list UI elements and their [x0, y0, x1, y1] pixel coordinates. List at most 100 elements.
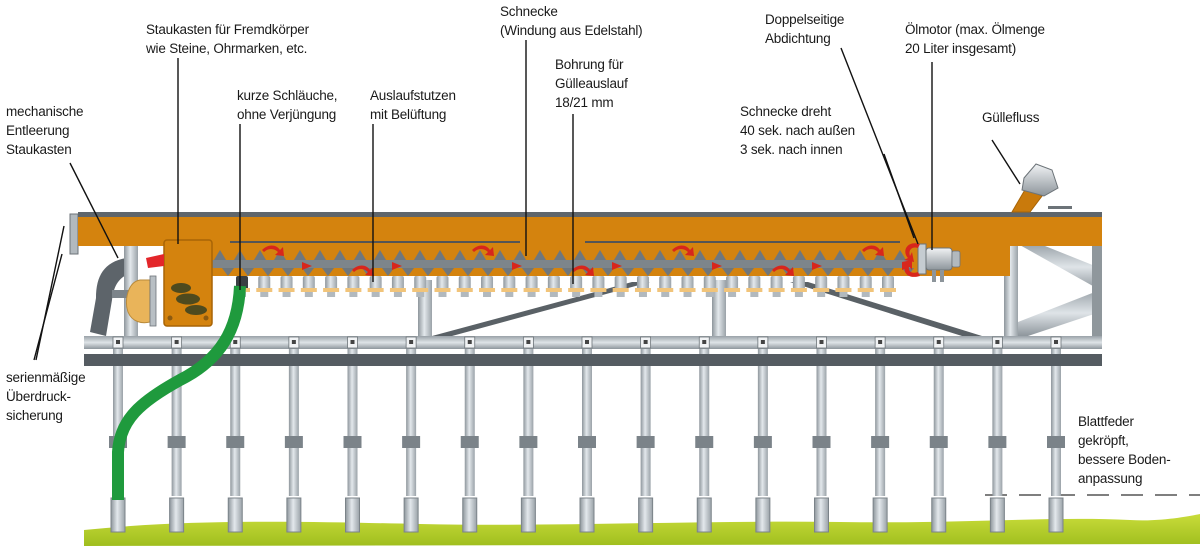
nozzle-body [770, 276, 783, 290]
spring-collar [1047, 436, 1065, 448]
trap-lid-flange [149, 275, 157, 327]
flight-tooth-bottom [382, 268, 394, 276]
nozzle-tip [393, 292, 402, 297]
outlet-nozzle [768, 276, 785, 297]
flow-arrow-icon [862, 245, 884, 256]
outlet-nozzle [568, 276, 585, 297]
nozzle-body [391, 276, 404, 290]
nozzle-ring [300, 288, 317, 292]
flight-tooth-top [294, 250, 306, 260]
delivery-hose-green [112, 285, 246, 500]
flight-tooth-top [394, 250, 406, 260]
flight-tooth-bottom [482, 268, 494, 276]
nozzle-body [703, 276, 716, 290]
drag-shoe [519, 336, 538, 533]
flow-arrow-icon [712, 262, 722, 270]
nozzle-body [258, 276, 271, 290]
nozzle-tip [349, 292, 358, 297]
flight-tooth-top [814, 250, 826, 260]
spring-collar [460, 436, 479, 448]
drag-shoe [226, 336, 245, 533]
drag-shoe [636, 336, 655, 533]
shoe-tip [989, 497, 1005, 533]
oil-motor [917, 243, 961, 282]
nozzle-tip [861, 292, 870, 297]
nozzle-body [726, 276, 739, 290]
nozzle-ring [746, 288, 763, 292]
flight-tooth-bottom [422, 268, 434, 276]
spring-collar [519, 436, 538, 448]
flight-tooth-top [314, 250, 326, 260]
nozzle-body [659, 276, 672, 290]
outlet-nozzle [434, 276, 451, 297]
nozzle-body [882, 276, 894, 290]
nozzle-tip [772, 292, 781, 297]
shoe-tip [638, 497, 654, 533]
drag-shoe [402, 336, 421, 533]
flight-tooth-top [514, 250, 526, 260]
nozzle-tip [527, 292, 536, 297]
leader-line [991, 139, 1021, 185]
leaf-spring [230, 336, 241, 496]
flight-tooth-bottom [842, 268, 854, 276]
leaf-spring [816, 336, 827, 496]
outlet-nozzle [389, 276, 406, 297]
flow-arrow-icon [572, 265, 594, 276]
leader-line [35, 225, 65, 361]
nozzle-ring [724, 288, 741, 292]
flight-tooth-top [594, 250, 606, 260]
nozzle-tip [282, 292, 291, 297]
nozzle-tip [705, 292, 714, 297]
clamp-bolt-head [467, 340, 472, 344]
nozzle-tip [327, 292, 336, 297]
nozzle-tip [483, 292, 492, 297]
nozzle-body [436, 276, 449, 290]
drag-shoe [929, 336, 948, 533]
flight-tooth-bottom [562, 268, 574, 276]
flight-tooth-bottom [342, 268, 354, 276]
shoe-tip [345, 497, 360, 533]
outlet-nozzle [256, 276, 273, 297]
nozzle-ring [345, 288, 362, 292]
nozzle-tip [728, 292, 737, 297]
nozzle-tip [505, 292, 514, 297]
nozzle-tip [616, 292, 625, 297]
clamp-bolt-head [702, 340, 707, 344]
nozzle-body [859, 276, 872, 290]
outlet-nozzle [880, 276, 896, 297]
leaf-spring [875, 336, 886, 496]
outlet-nozzle [835, 276, 852, 297]
nozzle-body [614, 276, 627, 290]
outlet-nozzle [724, 276, 741, 297]
nozzle-ring [612, 288, 629, 292]
diagonal-strut-right [790, 282, 982, 336]
drag-shoe [343, 336, 362, 533]
drag-shoe [812, 336, 831, 533]
nozzle-body [748, 276, 761, 290]
nozzle-body [547, 276, 560, 290]
outlet-nozzle [545, 276, 562, 297]
shoe-tip [403, 497, 419, 533]
flight-tooth-bottom [462, 268, 474, 276]
shoe-clamps [112, 336, 1062, 349]
shoe-tip [579, 497, 595, 533]
nozzle-tip [416, 292, 425, 297]
label-abdichtung: Doppelseitige Abdichtung [765, 12, 845, 46]
nozzle-body [325, 276, 338, 290]
outlet-nozzle [790, 276, 807, 297]
clamp-bolt-head [291, 340, 296, 344]
clamp-bolt-head [350, 340, 355, 344]
flow-arrow-icon [772, 265, 794, 276]
leader-line [33, 253, 63, 361]
outlet-nozzle [300, 276, 317, 297]
nozzle-tip [549, 292, 558, 297]
nozzle-tip [572, 292, 581, 297]
clamp-bolt-head [878, 340, 883, 344]
flight-tooth-bottom [442, 268, 454, 276]
spring-collar [578, 436, 596, 448]
flight-tooth-top [754, 250, 766, 260]
upper-frame-rail [84, 336, 1102, 349]
label-mechanische-entleerung: mechanische Entleerung Staukasten [6, 104, 84, 157]
label-schnecke: Schnecke (Windung aus Edelstahl) [500, 4, 643, 38]
